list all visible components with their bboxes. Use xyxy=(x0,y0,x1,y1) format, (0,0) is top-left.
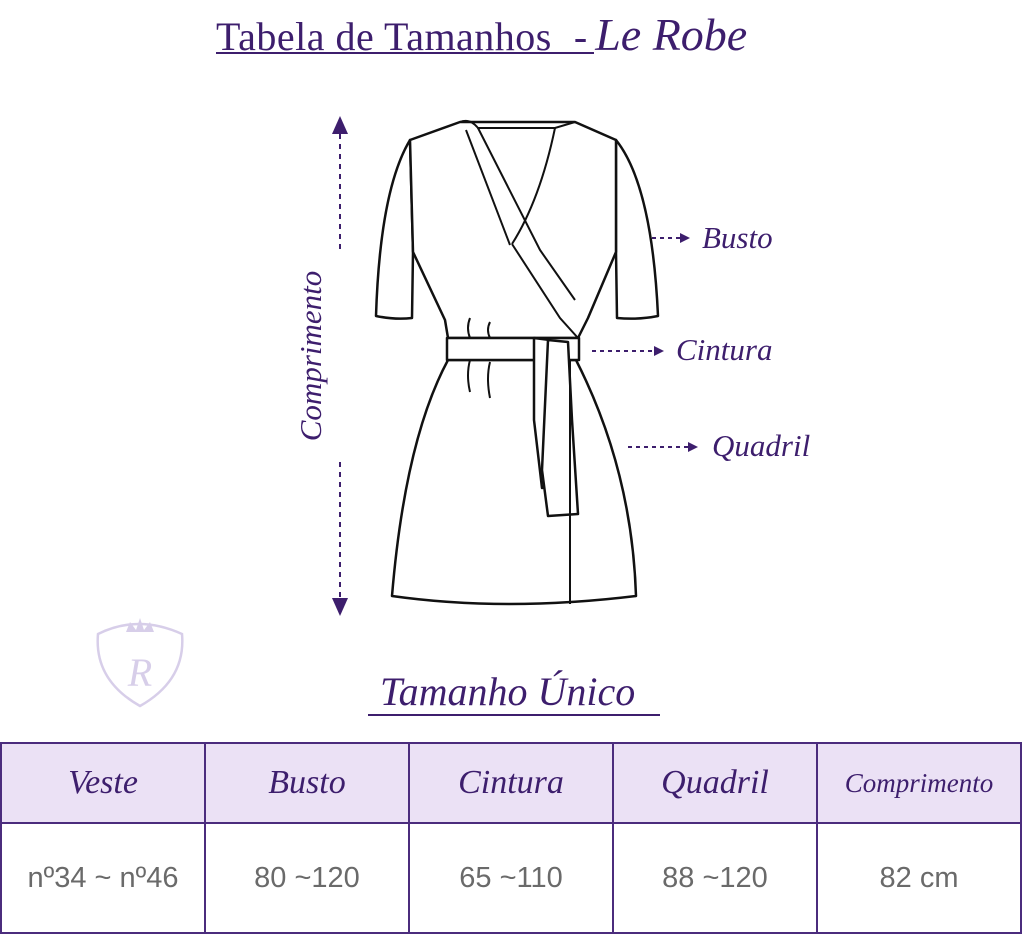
title-text: Tabela de Tamanhos xyxy=(216,14,552,59)
cell-quadril: 88 ~120 xyxy=(612,822,818,934)
cell-comprimento: 82 cm xyxy=(816,822,1022,934)
label-comprimento: Comprimento xyxy=(293,270,328,442)
subtitle-underline xyxy=(368,714,660,716)
header-cintura: Cintura xyxy=(408,742,614,824)
header-quadril: Quadril xyxy=(612,742,818,824)
header-comprimento: Comprimento xyxy=(816,742,1022,824)
length-arrow xyxy=(332,116,348,616)
size-subtitle: Tamanho Único xyxy=(380,669,636,714)
brand-logo: R xyxy=(96,618,184,708)
robe-diagram: R xyxy=(96,116,698,708)
page-title: Tabela de Tamanhos-Le Robe xyxy=(216,8,747,61)
table-header-row: Veste Busto Cintura Quadril Comprimento xyxy=(0,742,1022,824)
header-veste: Veste xyxy=(0,742,206,824)
label-quadril: Quadril xyxy=(712,428,811,463)
size-table: Veste Busto Cintura Quadril Comprimento … xyxy=(0,742,1022,934)
cell-cintura: 65 ~110 xyxy=(408,822,614,934)
title-underline xyxy=(216,52,594,54)
brand-name: Le Robe xyxy=(595,9,748,60)
cell-busto: 80 ~120 xyxy=(204,822,410,934)
robe-outline xyxy=(374,120,660,606)
label-busto: Busto xyxy=(702,220,773,255)
label-cintura: Cintura xyxy=(676,332,773,367)
title-separator: - xyxy=(573,14,588,59)
header-busto: Busto xyxy=(204,742,410,824)
logo-monogram: R xyxy=(127,650,152,695)
robe-details xyxy=(459,119,579,604)
table-row: nº34 ~ nº46 80 ~120 65 ~110 88 ~120 82 c… xyxy=(0,822,1022,934)
cell-veste: nº34 ~ nº46 xyxy=(0,822,206,934)
